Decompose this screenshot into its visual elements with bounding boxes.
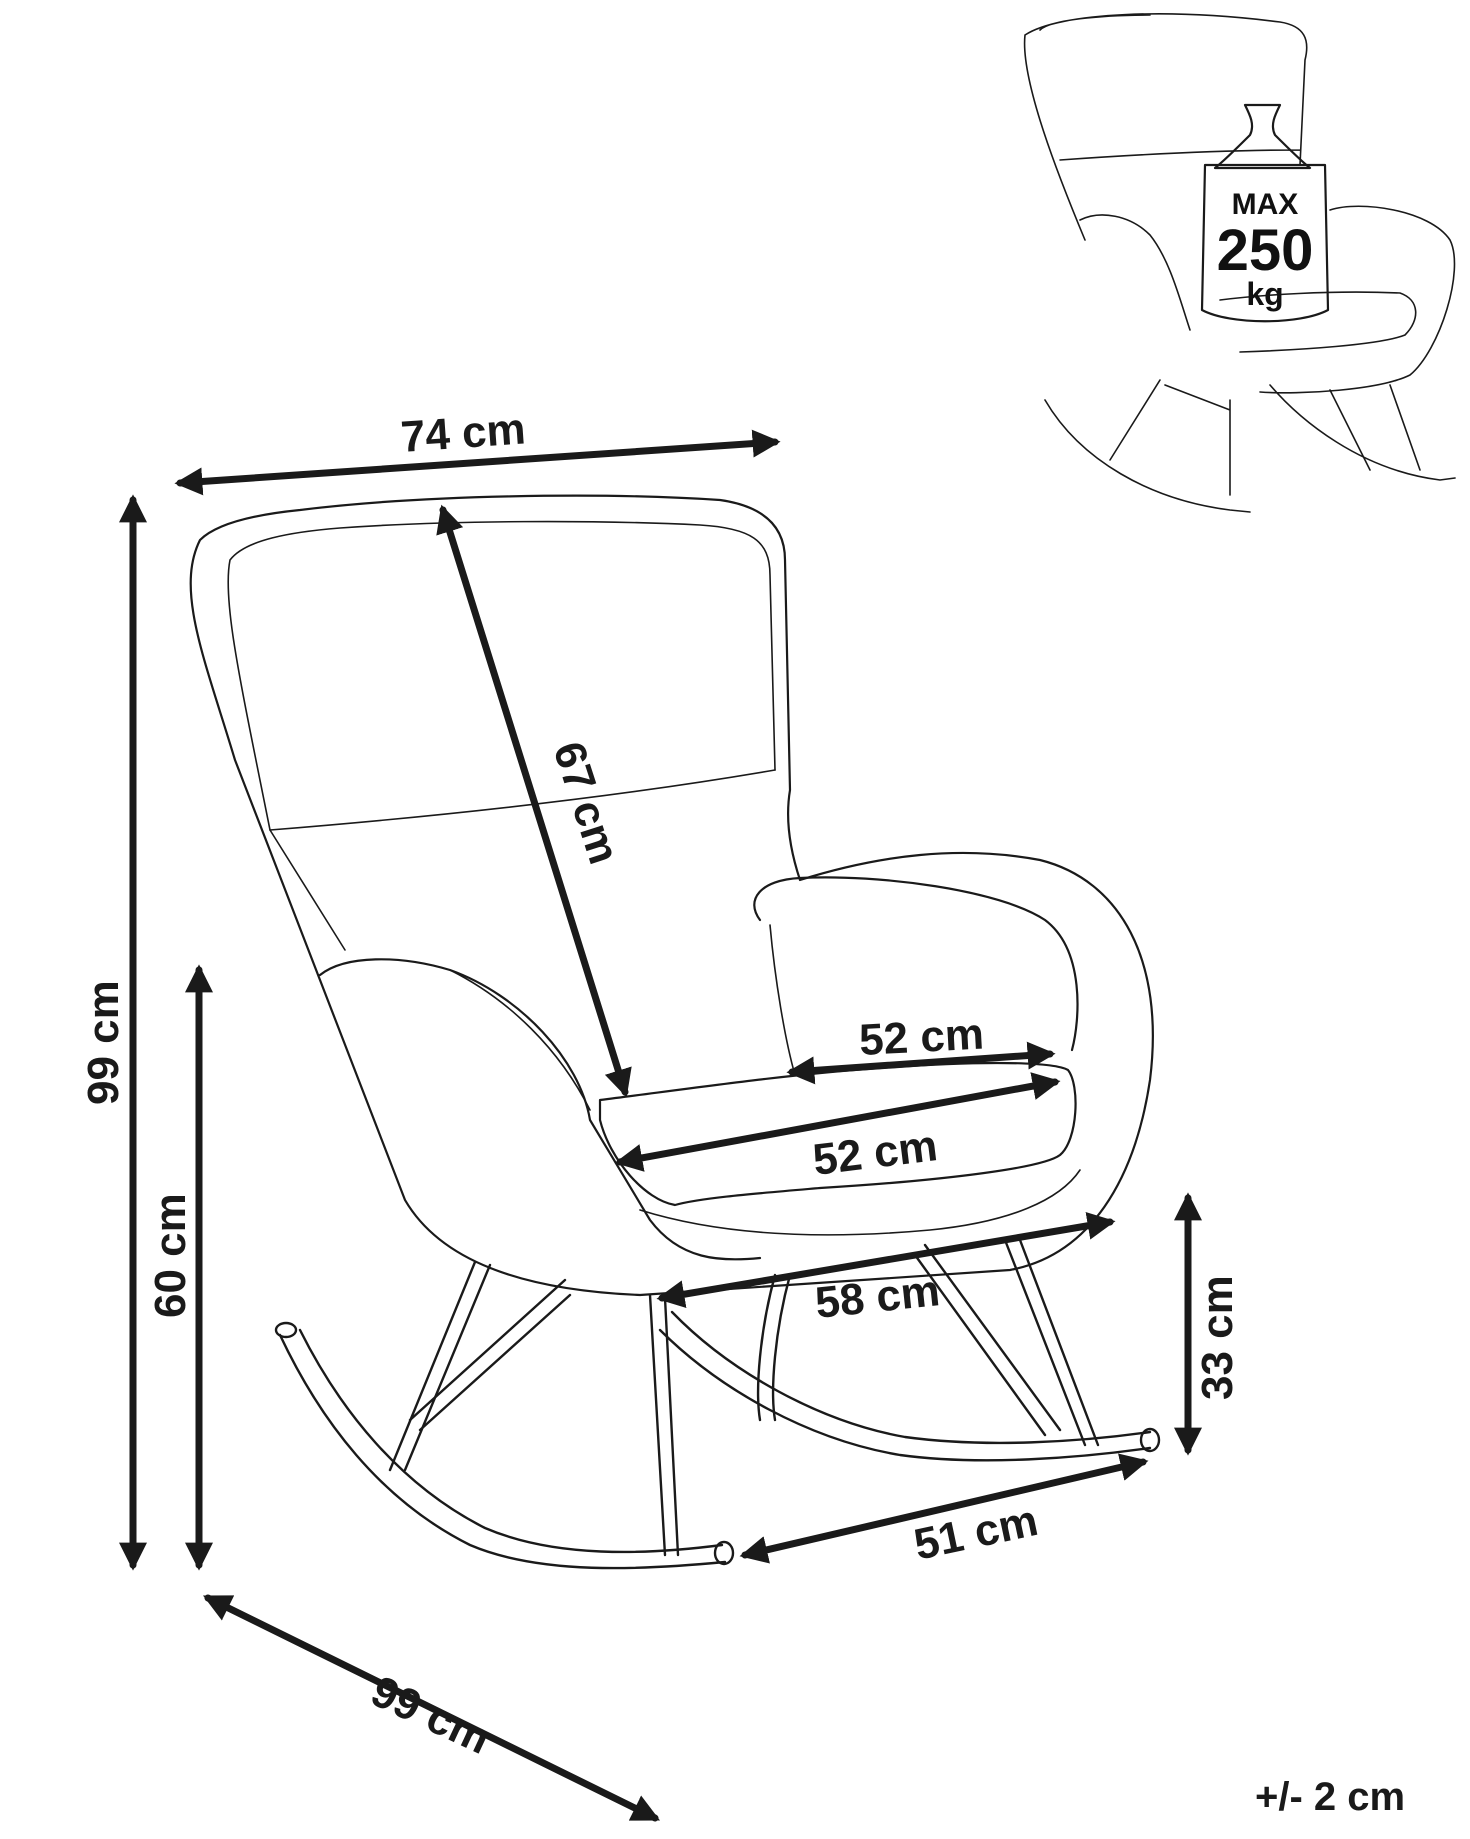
rocker-arrow: [739, 1453, 1149, 1564]
rear-rocker-end: [1139, 1427, 1161, 1453]
seat-back-label: 52 cm: [858, 1010, 985, 1065]
front-rocker: [278, 1333, 727, 1570]
width-label: 74 cm: [399, 404, 527, 462]
backrest-label: 67 cm: [543, 736, 628, 870]
right-arm-inner: [769, 924, 796, 1076]
brace-right: [923, 1243, 1062, 1432]
front-left-leg-2: [403, 1263, 492, 1472]
seat-front-arrow: [614, 1072, 1061, 1172]
mini-legs: [1109, 379, 1421, 496]
rear-left-leg-2: [771, 1273, 792, 1422]
chair-drawing: [189, 494, 1161, 1570]
arm-width-arrow: [656, 1211, 1116, 1309]
arm-width-label: 58 cm: [813, 1266, 942, 1328]
left-arm-inner: [449, 969, 591, 1111]
mini-rocker-front: [1044, 399, 1251, 513]
dimension-labels: 74 cm 67 cm 99 cm 60 cm 52 cm 52 cm 58 c…: [79, 404, 1242, 1763]
brace-left-2: [418, 1293, 572, 1432]
weight-body: [1200, 163, 1330, 323]
height-label: 99 cm: [79, 980, 128, 1105]
rear-right-leg-2: [1018, 1238, 1100, 1447]
center-leg-2: [663, 1296, 680, 1557]
seat-height-label: 60 cm: [146, 1193, 195, 1318]
brace-left: [408, 1278, 567, 1422]
front-rocker-start: [274, 1321, 298, 1339]
rear-rocker-2: [670, 1310, 1152, 1445]
weight-unit-text: kg: [1246, 276, 1283, 312]
seat-base-line: [639, 1169, 1081, 1236]
seat-front-label: 52 cm: [810, 1121, 940, 1185]
center-leg: [648, 1293, 667, 1557]
left-armrest: [318, 958, 762, 1261]
backrest-arrow: [436, 504, 632, 1098]
backrest-outer: [189, 494, 1154, 1297]
seat-back-arrow: [786, 1041, 1056, 1085]
weight-value-text: 250: [1217, 218, 1314, 283]
weight-max-text: MAX: [1232, 188, 1299, 221]
width-arrow: [174, 429, 781, 496]
front-left-leg: [388, 1260, 477, 1472]
depth-arrow: [202, 1594, 661, 1822]
front-rocker-end: [713, 1540, 735, 1566]
weight-capacity-illustration: MAX 250 kg: [1023, 13, 1456, 513]
backrest-seam: [269, 769, 776, 831]
backrest-inner: [227, 520, 776, 951]
leg-height-label: 33 cm: [1193, 1275, 1242, 1400]
front-rocker-2: [298, 1328, 724, 1554]
rocker-label: 51 cm: [910, 1496, 1042, 1570]
right-armrest: [753, 876, 1079, 1052]
rear-right-leg: [1003, 1238, 1087, 1447]
depth-label: 99 cm: [364, 1667, 498, 1764]
tolerance-note: +/- 2 cm: [1255, 1775, 1405, 1819]
mini-rocker-back: [1269, 384, 1456, 481]
mini-arm-right: [1259, 205, 1456, 394]
dimension-lines: [119, 429, 1202, 1822]
mini-seat: [1219, 291, 1417, 353]
weight-bottle-neck: [1213, 103, 1312, 170]
mini-backrest: [1023, 13, 1308, 241]
mini-arm-left: [1079, 214, 1191, 331]
